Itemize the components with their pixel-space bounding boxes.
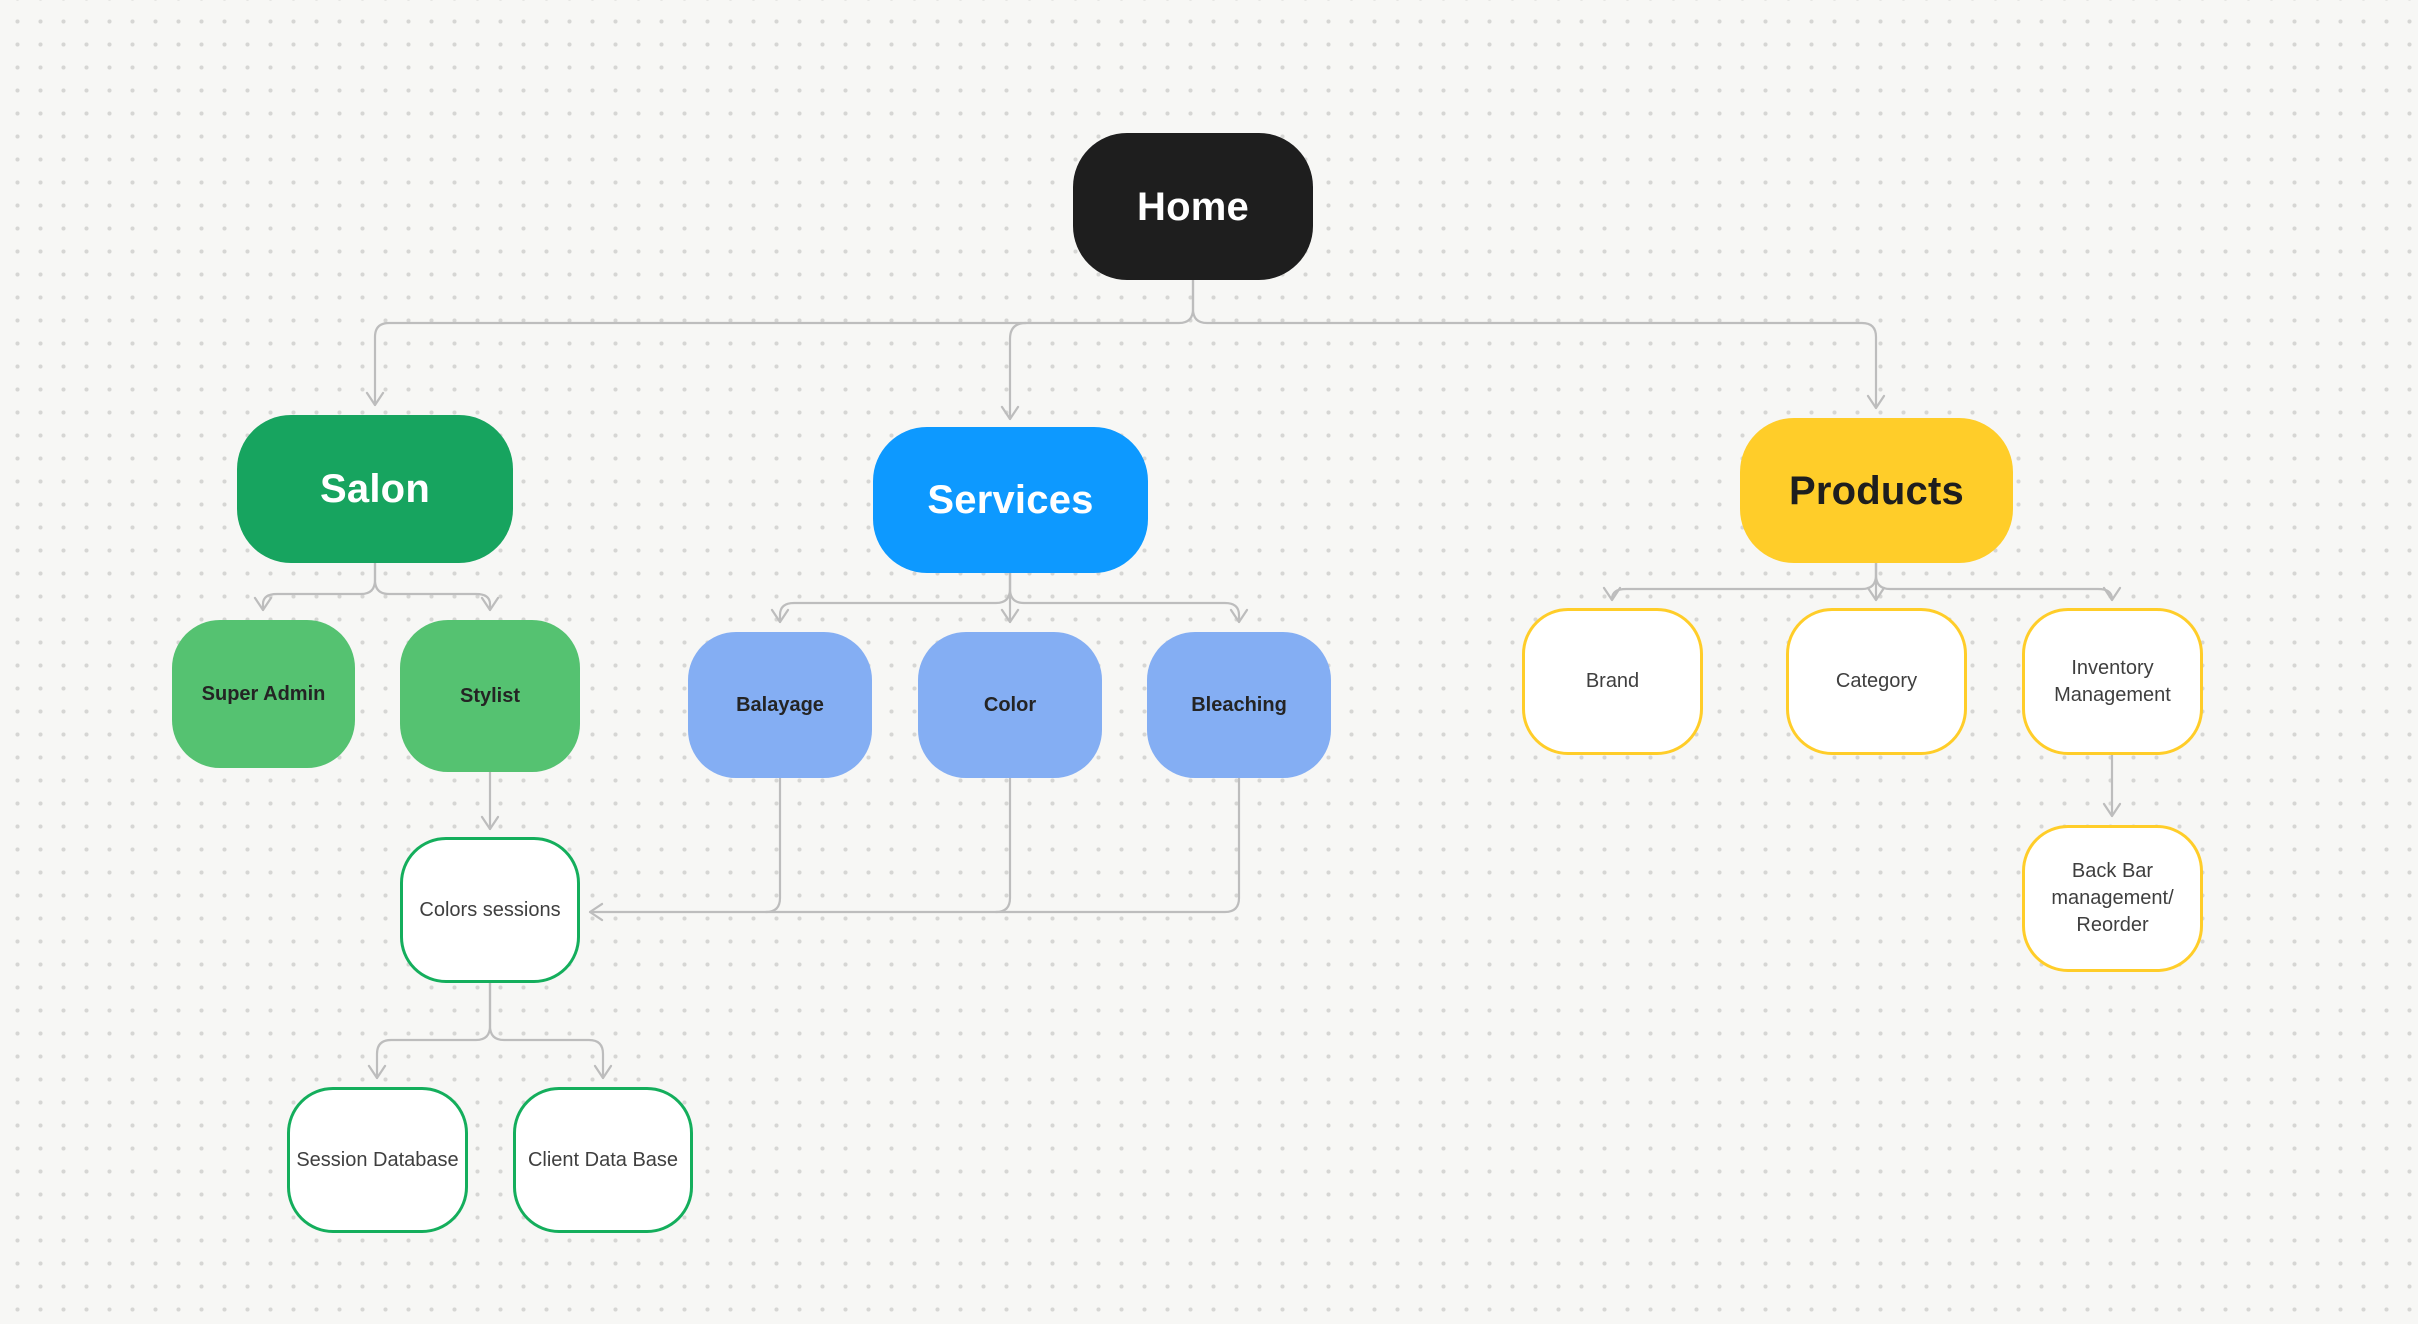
node-color-label: Color [983, 693, 1037, 716]
node-session-database[interactable]: Session Database [287, 1087, 468, 1233]
node-client-database-label: Client Data Base [527, 1148, 679, 1171]
node-balayage[interactable]: Balayage [688, 632, 872, 778]
connector-home-services[interactable] [1000, 321, 1028, 421]
connector-color-colors-sessions[interactable] [994, 776, 1012, 914]
connector-products-inventory[interactable] [1874, 561, 2122, 602]
node-stylist[interactable]: Stylist [400, 620, 580, 772]
connector-salon-stylist[interactable] [373, 561, 500, 612]
connector-services-balayage[interactable] [770, 571, 1012, 624]
node-back-bar-management[interactable]: Back Bar management/ Reorder [2022, 825, 2203, 972]
node-back-bar-management-label: Back Bar management/ Reorder [2051, 860, 2174, 936]
node-inventory-management-label: Inventory Management [2054, 656, 2171, 706]
node-color[interactable]: Color [918, 632, 1102, 778]
connector-services-bleaching[interactable] [1008, 571, 1249, 624]
node-category-label: Category [1835, 670, 1918, 692]
node-inventory-management[interactable]: Inventory Management [2022, 608, 2203, 755]
node-products-label: Products [1789, 468, 1964, 513]
node-balayage-label: Balayage [736, 693, 824, 716]
connector-products-brand[interactable] [1602, 561, 1878, 602]
connector-home-products[interactable] [1191, 278, 1886, 410]
node-bleaching-label: Bleaching [1191, 693, 1287, 716]
connector-home-salon[interactable] [365, 278, 1195, 407]
node-salon-label: Salon [320, 467, 430, 511]
connector-bleaching-colors-sessions[interactable] [588, 776, 1241, 922]
connector-colors-sessions-session-database[interactable] [367, 981, 492, 1080]
node-colors-sessions-label: Colors sessions [419, 898, 561, 921]
node-services[interactable]: Services [873, 427, 1148, 573]
connector-salon-super-admin[interactable] [253, 561, 377, 612]
node-brand[interactable]: Brand [1522, 608, 1703, 755]
node-services-label: Services [927, 478, 1094, 522]
node-session-database-label: Session Database [296, 1148, 459, 1171]
node-home-label: Home [1137, 184, 1249, 229]
connector-balayage-colors-sessions[interactable] [764, 776, 782, 914]
node-super-admin[interactable]: Super Admin [172, 620, 355, 768]
node-salon[interactable]: Salon [237, 415, 513, 563]
node-super-admin-label: Super Admin [201, 682, 326, 705]
node-category[interactable]: Category [1786, 608, 1967, 755]
node-stylist-label: Stylist [459, 684, 521, 707]
connector-colors-sessions-client-database[interactable] [488, 981, 613, 1080]
node-client-database[interactable]: Client Data Base [513, 1087, 693, 1233]
node-brand-label: Brand [1585, 670, 1640, 692]
node-colors-sessions[interactable]: Colors sessions [400, 837, 580, 983]
node-products[interactable]: Products [1740, 418, 2013, 563]
node-bleaching[interactable]: Bleaching [1147, 632, 1331, 778]
node-home[interactable]: Home [1073, 133, 1313, 280]
